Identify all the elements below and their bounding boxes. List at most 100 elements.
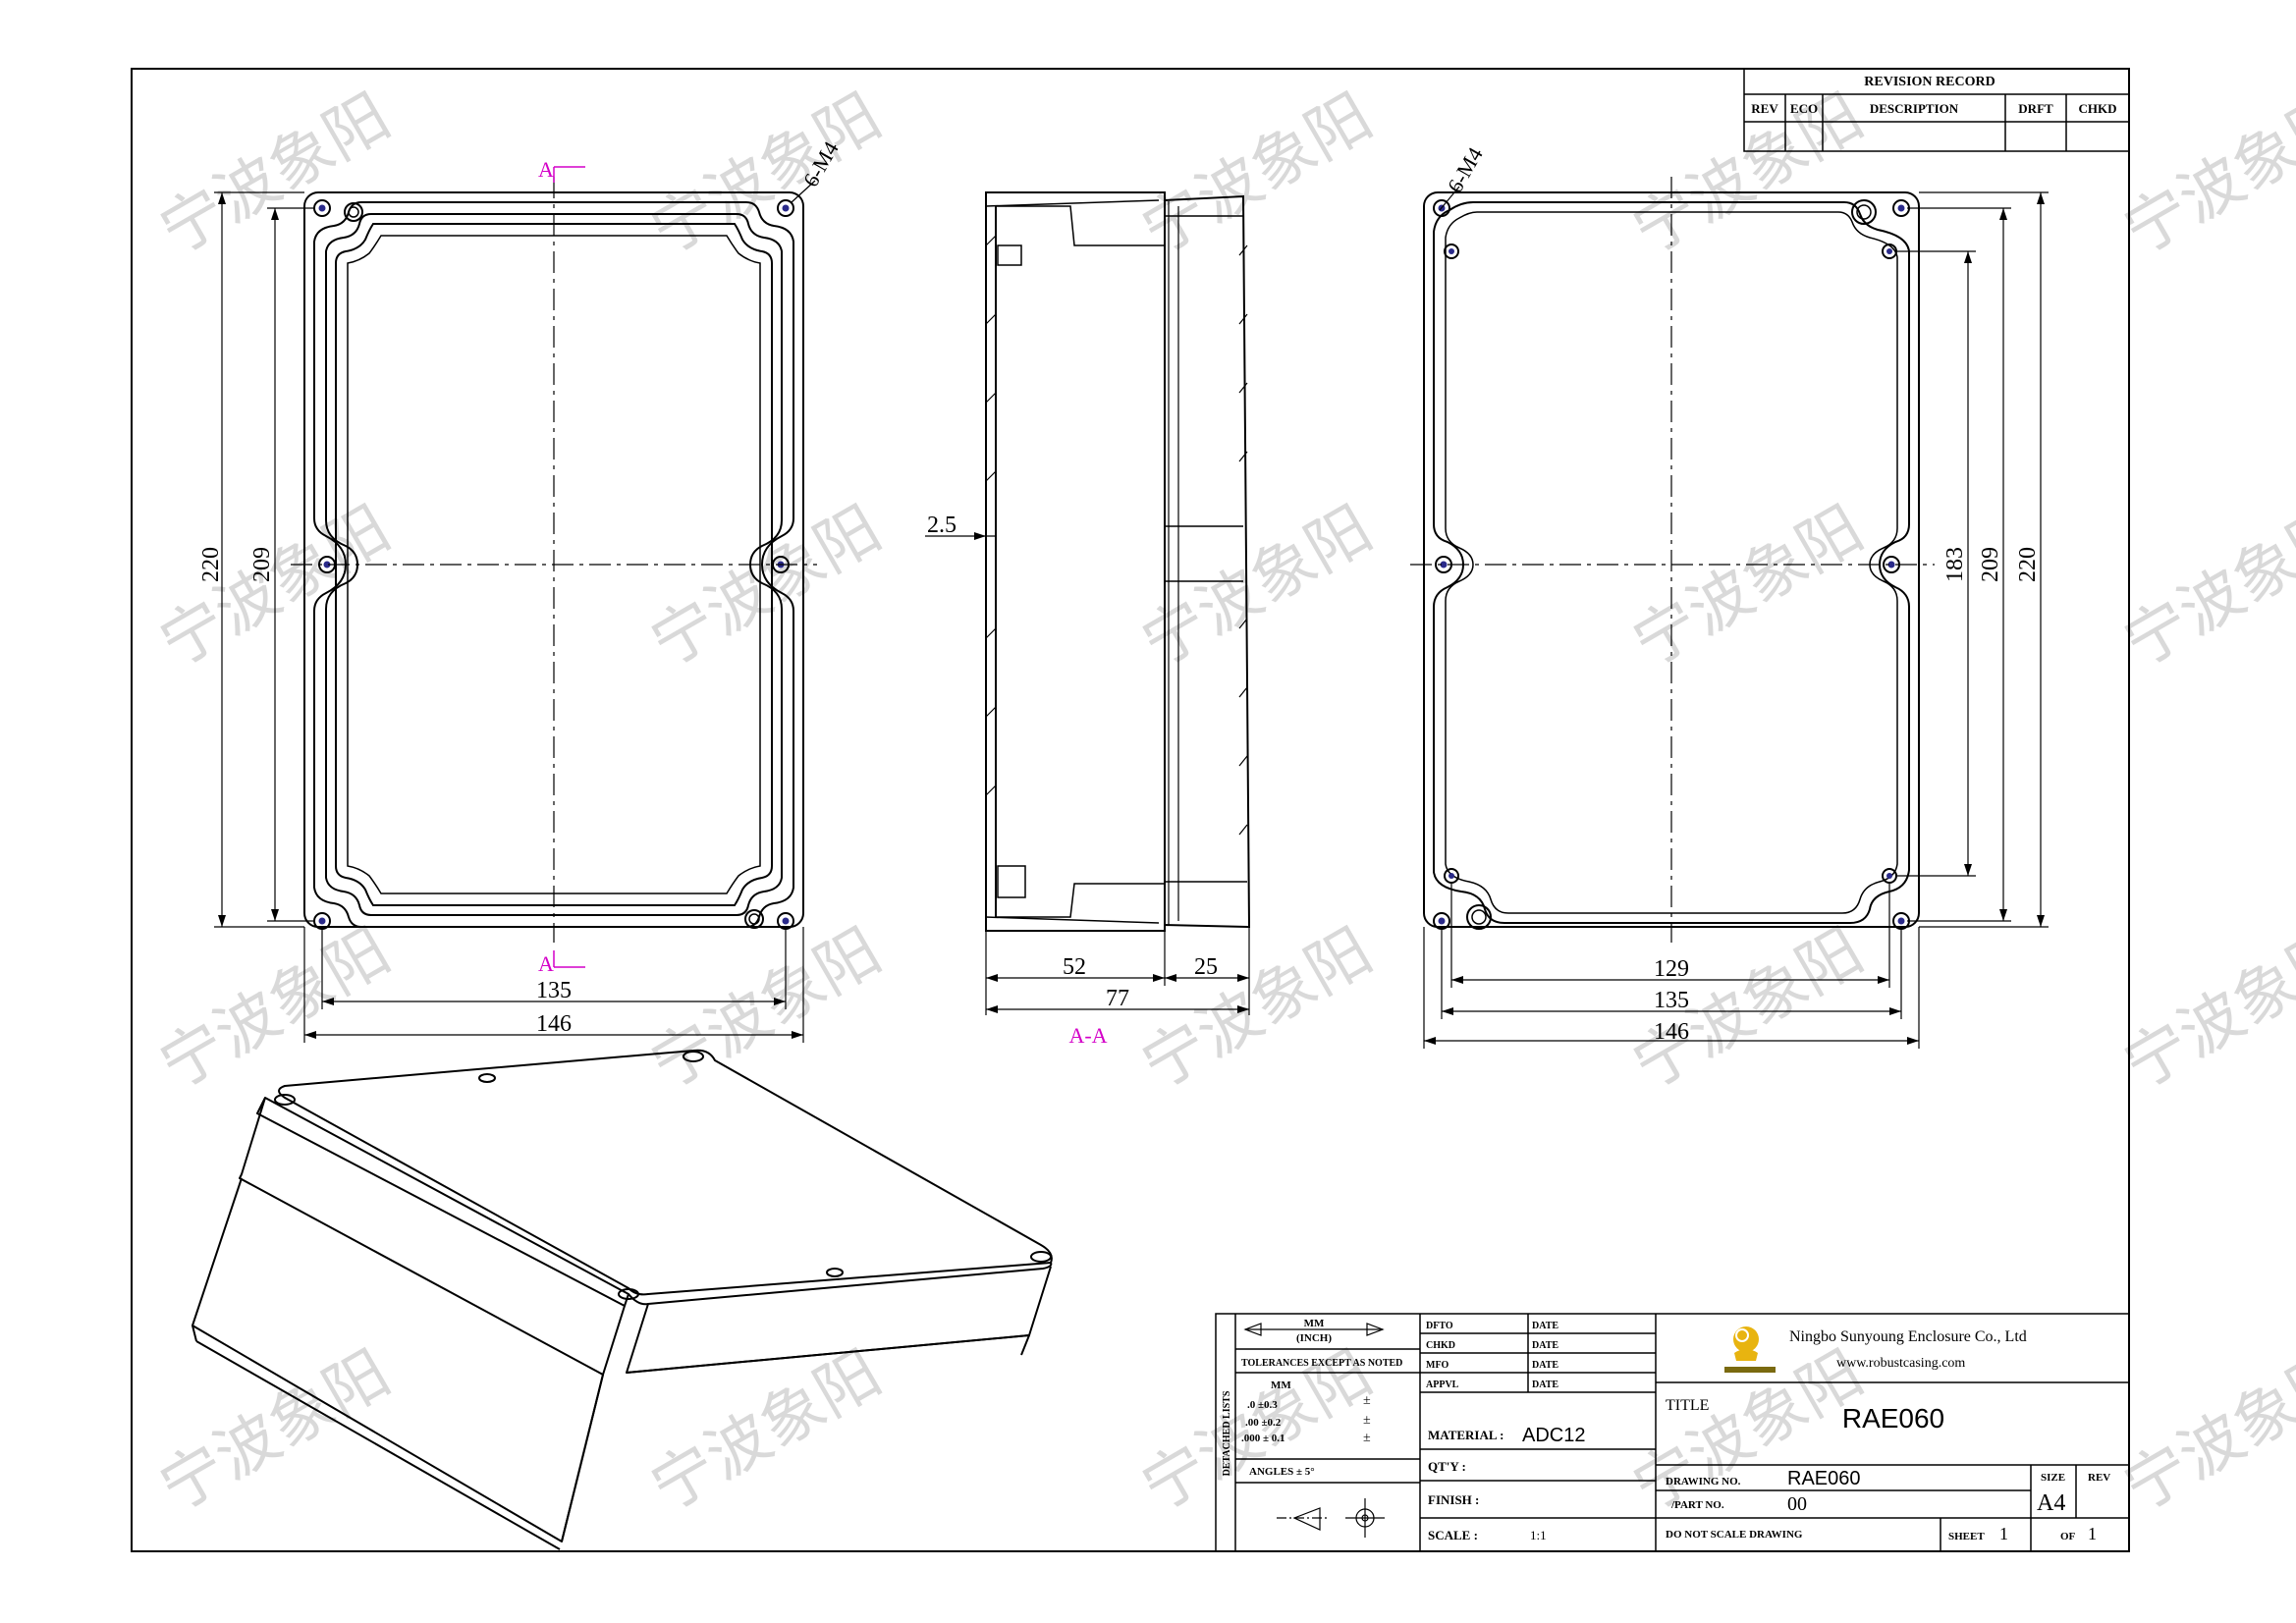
watermark: 宁波象阳: [148, 1337, 403, 1526]
dim-back-135: 135: [1654, 988, 1689, 1013]
company-logo-icon: [1724, 1326, 1776, 1373]
screw-hole-icon: [1444, 243, 1459, 259]
revision-col-chkd: CHKD: [2079, 101, 2117, 116]
part-no-label: /PART NO.: [1670, 1499, 1724, 1511]
dim-front-220: 220: [198, 547, 224, 582]
material-label: MATERIAL :: [1428, 1428, 1503, 1442]
title-value: RAE060: [1842, 1403, 1944, 1434]
sheet-label: SHEET: [1948, 1531, 1985, 1542]
screw-hole-icon: [777, 199, 794, 217]
screw-hole-icon: [744, 909, 764, 929]
of-label: OF: [2060, 1531, 2076, 1542]
tolerance-2: .00 ±0.2: [1245, 1417, 1282, 1429]
watermark: 宁波象阳: [148, 915, 403, 1104]
back-dimension-arrows: [1424, 192, 2045, 1045]
dim-back-209: 209: [1978, 547, 2003, 582]
dim-front-146: 146: [536, 1011, 572, 1037]
sheet-border: [131, 68, 2130, 1552]
screw-hole-icon: [1444, 868, 1459, 884]
section-outline: [985, 191, 1251, 932]
qty-label: QT'Y :: [1428, 1459, 1466, 1474]
iso-base: [191, 1177, 604, 1542]
revision-col-eco: ECO: [1790, 101, 1818, 116]
dim-back-146: 146: [1654, 1019, 1689, 1045]
drawing-no-label: DRAWING NO.: [1666, 1476, 1741, 1488]
watermark: 宁波象阳: [639, 81, 894, 269]
sign-dfto: DFTO: [1426, 1321, 1453, 1331]
date-1: DATE: [1532, 1321, 1558, 1331]
sign-chkd: CHKD: [1426, 1340, 1455, 1351]
rev-label: REV: [2088, 1472, 2110, 1484]
screw-hole-icon: [1851, 199, 1877, 225]
screw-hole-icon: [1433, 199, 1450, 217]
company-website: www.robustcasing.com: [1836, 1356, 1965, 1371]
tolerance-title: TOLERANCES EXCEPT AS NOTED: [1241, 1358, 1402, 1369]
size-value: A4: [2037, 1490, 2065, 1516]
sign-appvl: APPVL: [1426, 1380, 1459, 1390]
projection-symbol-icon: [1277, 1498, 1385, 1538]
watermark: 宁波象阳: [639, 1337, 894, 1526]
iso-lid-top: [278, 1049, 1053, 1296]
tolerance-3: .000 ± 0.1: [1241, 1433, 1285, 1444]
of-value: 1: [2088, 1524, 2097, 1543]
size-label: SIZE: [2041, 1472, 2065, 1484]
back-inner-outline: [1433, 201, 1910, 924]
watermark: 宁波象阳: [2112, 81, 2296, 269]
revision-record-title: REVISION RECORD: [1864, 75, 1995, 89]
dim-front-209: 209: [249, 547, 275, 582]
front-inner-cavity: [335, 223, 773, 906]
section-hatching: [985, 235, 1248, 836]
title-label: TITLE: [1666, 1397, 1709, 1414]
back-hole-callout: 6-M4: [1443, 143, 1488, 197]
units-inch: (INCH): [1296, 1332, 1332, 1344]
section-dimension-arrows: [974, 532, 1249, 1013]
front-centerlines: [291, 177, 817, 943]
section-marker-top: [553, 166, 585, 183]
watermark: 宁波象阳: [639, 915, 894, 1104]
front-callout-leader: [791, 180, 816, 203]
dim-section-52: 52: [1063, 954, 1086, 980]
title-block-grid: [1215, 1313, 2130, 1552]
watermark: 宁波象阳: [1621, 493, 1876, 681]
back-centerlines: [1410, 177, 1935, 943]
watermark: 宁波象阳: [639, 493, 894, 681]
revision-col-drft: DRFT: [2018, 101, 2053, 116]
date-4: DATE: [1532, 1380, 1558, 1390]
dim-back-183: 183: [1942, 547, 1968, 582]
dim-section-25: 25: [1194, 954, 1218, 980]
drawing-no-value: RAE060: [1787, 1468, 1861, 1489]
back-callout-leader: [1439, 186, 1460, 211]
section-view-label: A-A: [1068, 1023, 1107, 1048]
dim-back-220: 220: [2015, 547, 2041, 582]
section-label-bottom: A: [538, 951, 554, 976]
dim-section-77: 77: [1106, 986, 1129, 1011]
isometric-view: [191, 1049, 1053, 1550]
watermark: 宁波象阳: [2112, 915, 2296, 1104]
dim-back-129: 129: [1654, 956, 1689, 982]
tolerance-unit: MM: [1271, 1380, 1291, 1391]
detached-lists-label: DETACHED LISTS: [1222, 1390, 1232, 1476]
watermark: 宁波象阳: [2112, 1337, 2296, 1526]
watermark: 宁波象阳: [2112, 493, 2296, 681]
units-mm: MM: [1304, 1318, 1325, 1329]
dim-front-135: 135: [536, 978, 572, 1003]
date-3: DATE: [1532, 1360, 1558, 1371]
screw-hole-icon: [1466, 904, 1492, 930]
watermark-layer: 宁波象阳 宁波象阳 宁波象阳 宁波象阳 宁波象阳 宁波象阳 宁波象阳 宁波象阳 …: [148, 81, 2296, 1526]
sheet-value: 1: [1999, 1524, 2008, 1543]
units-arrow: [1243, 1323, 1385, 1336]
section-label-top: A: [538, 157, 554, 182]
tolerance-pm-3: ±: [1363, 1431, 1371, 1445]
back-gasket-line: [1445, 211, 1898, 914]
sign-mfo: MFO: [1426, 1360, 1449, 1371]
material-value: ADC12: [1522, 1425, 1585, 1446]
back-dimension-lines: [1423, 191, 2049, 1049]
scale-value: 1:1: [1530, 1528, 1547, 1542]
tolerance-pm-1: ±: [1363, 1393, 1371, 1408]
company-name: Ningbo Sunyoung Enclosure Co., Ltd: [1789, 1328, 2027, 1345]
screw-hole-icon: [344, 202, 363, 222]
section-marker-bottom: [553, 950, 585, 968]
finish-label: FINISH :: [1428, 1492, 1479, 1507]
revision-col-description: DESCRIPTION: [1870, 101, 1959, 116]
